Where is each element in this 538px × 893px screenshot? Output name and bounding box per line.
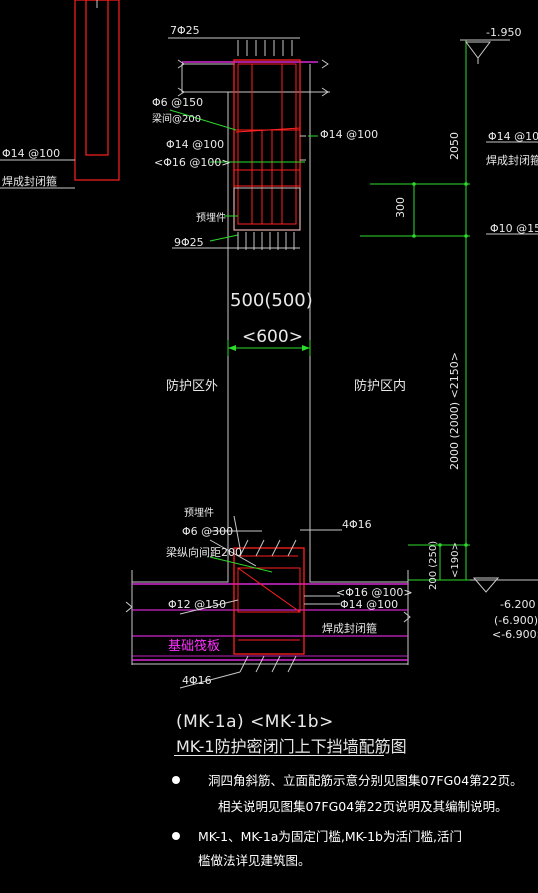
- label-elev-1: -6.200: [500, 598, 535, 611]
- label-dim-300: 300: [394, 197, 407, 218]
- label-bottom-bars: 9Φ25: [174, 236, 204, 249]
- label-stirrup-a-sub: 梁间@200: [152, 112, 201, 125]
- label-bars-top-bottom: 4Φ16: [342, 518, 372, 531]
- label-dim-2050: 2050: [448, 132, 461, 160]
- label-embed-bottom: 预埋件: [184, 507, 214, 519]
- top-wall-section: [168, 37, 330, 560]
- label-elev-2: (-6.900): [494, 614, 538, 627]
- title-underline: [174, 755, 384, 756]
- label-bar-left-bottom: Φ12 @150: [168, 598, 226, 611]
- label-bars-in-2: <Φ16 @100>: [154, 156, 231, 169]
- label-bars-right: Φ14 @100: [320, 128, 378, 141]
- label-inside: 防护区内: [354, 378, 406, 394]
- label-right-bar-1: Φ14 @100: [488, 130, 538, 143]
- label-top-bars: 7Φ25: [170, 24, 200, 37]
- label-bars-bottom-bottom: 4Φ16: [182, 674, 212, 687]
- bullet-icon: [172, 832, 180, 840]
- note-2-line-b: 槛做法详见建筑图。: [198, 853, 311, 868]
- bottom-wall-section: [125, 515, 411, 689]
- label-stirrup-a: Φ6 @150: [152, 96, 203, 109]
- drawing-title: MK-1防护密闭门上下挡墙配筋图: [176, 737, 407, 756]
- label-left-weld: 焊成封闭箍: [2, 174, 57, 188]
- left-column-detail: [0, 0, 120, 189]
- label-bars-right-2: Φ14 @100: [340, 598, 398, 611]
- label-embed-top: 预埋件: [196, 212, 226, 224]
- label-dim-190: <190>: [450, 542, 461, 578]
- label-foundation: 基础筏板: [168, 638, 220, 654]
- width-dimension: [227, 340, 311, 356]
- label-bars-right-1: <Φ16 @100>: [336, 586, 413, 599]
- right-dimension-chain: [360, 39, 538, 593]
- label-stirrup-bottom: Φ6 @300: [182, 525, 233, 538]
- label-stirrup-bottom-sub: 梁纵向间距200: [166, 545, 242, 559]
- label-width-alt: <600>: [242, 327, 303, 347]
- note-2-line-a: MK-1、MK-1a为固定门槛,MK-1b为活门槛,活门: [198, 829, 462, 844]
- label-weld-bottom: 焊成封闭箍: [322, 621, 377, 635]
- label-right-weld: 焊成封闭箍: [486, 153, 538, 167]
- label-elev-top: -1.950: [486, 26, 521, 39]
- note-1-line-b: 相关说明见图集07FG04第22页说明及其编制说明。: [218, 799, 508, 814]
- label-width-main: 500(500): [230, 290, 313, 311]
- label-left-bar: Φ14 @100: [2, 147, 60, 160]
- label-dim-height: 2000 (2000) <2150>: [448, 352, 461, 470]
- label-dim-200: 200 (250): [428, 541, 439, 590]
- label-outside: 防护区外: [166, 378, 218, 394]
- label-elev-3: <-6.900>: [492, 628, 538, 641]
- bullet-icon: [172, 776, 180, 784]
- note-1-line-a: 洞四角斜筋、立面配筋示意分别见图集07FG04第22页。: [208, 773, 523, 788]
- label-right-bar-2: Φ10 @150: [490, 222, 538, 235]
- drawing-title-codes: (MK-1a) <MK-1b>: [176, 712, 334, 732]
- label-bars-in-1: Φ14 @100: [166, 138, 224, 151]
